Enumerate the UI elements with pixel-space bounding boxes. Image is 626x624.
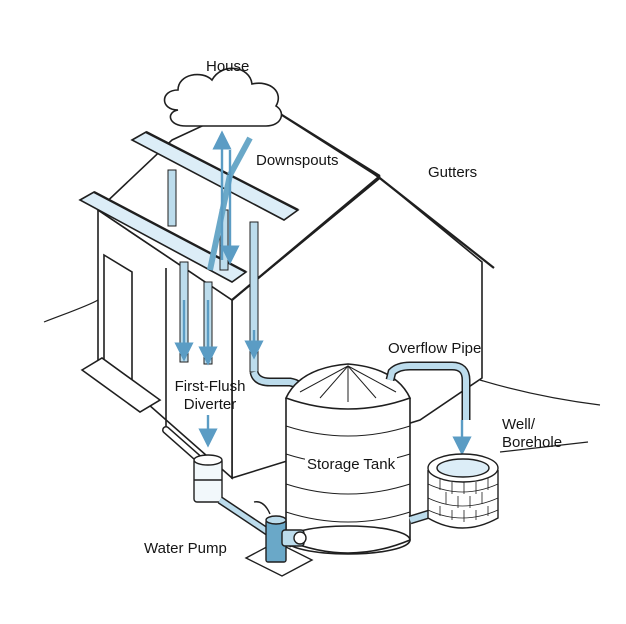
water-pump [217,496,314,577]
label-well-line1: Well/ [502,416,536,433]
label-first-flush-line2: Diverter [183,396,237,413]
label-water-pump: Water Pump [144,540,227,557]
storage-tank [284,363,412,555]
label-first-flush-line1: First-Flush [174,378,246,395]
flow-arrows [174,130,472,456]
label-downspouts: Downspouts [256,152,339,169]
label-well-line2: Borehole [502,434,563,451]
label-overflow-pipe: Overflow Pipe [388,340,482,357]
cloud [163,67,283,127]
first-flush-diverter [162,426,223,503]
ground-lines [43,299,601,453]
label-gutters: Gutters [428,164,478,181]
well-borehole [427,453,499,529]
label-storage-tank: Storage Tank [305,456,398,474]
label-first-flush-diverter: First-Flush Diverter [170,378,250,414]
overflow-pipe [385,361,471,525]
label-house: House [206,58,250,75]
label-well-borehole: Well/ Borehole [502,416,562,452]
